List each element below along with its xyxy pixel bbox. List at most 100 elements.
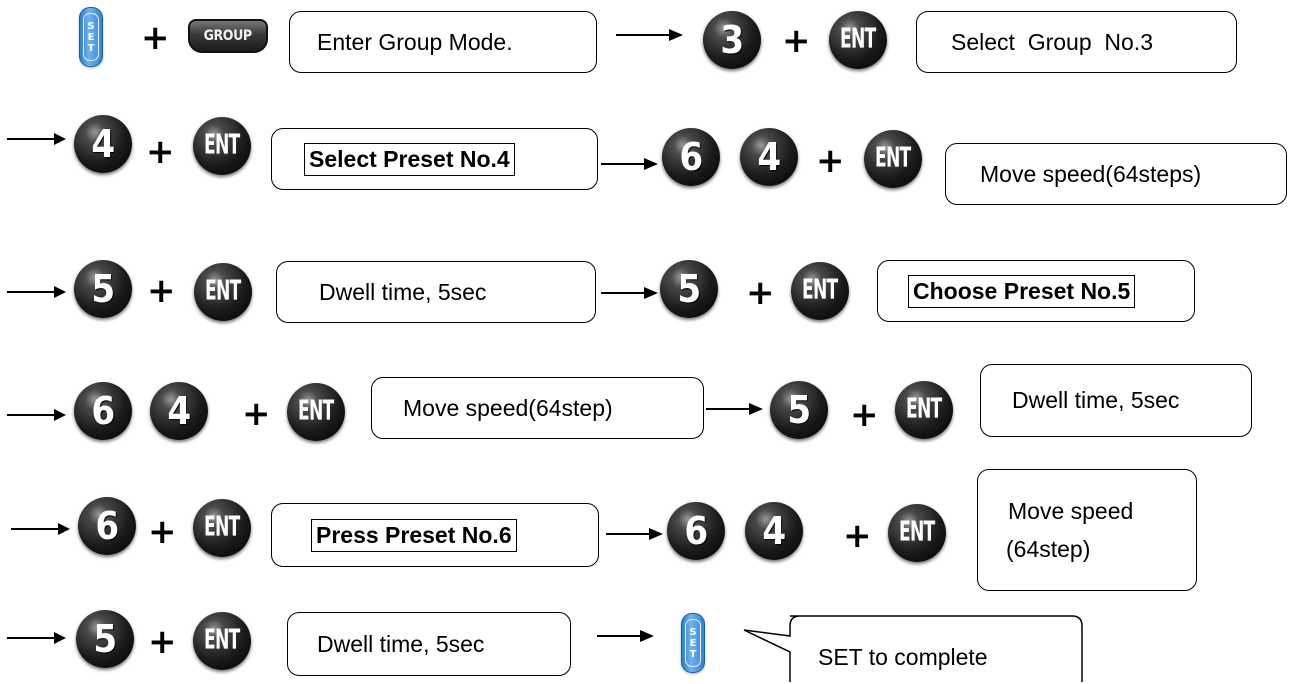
step-text: Press Preset No.6: [311, 518, 517, 552]
step-dwell-time: Dwell time, 5sec: [276, 261, 596, 323]
ent-key-label: ENT: [875, 142, 911, 174]
group-key-icon: GROUP: [188, 19, 268, 53]
step-select-group: Select Group No.3: [916, 11, 1237, 73]
ent-key-label: ENT: [802, 274, 838, 306]
group-key-label: GROUP: [204, 28, 252, 44]
step-text: Dwell time, 5sec: [1012, 387, 1180, 413]
plus-sign: +: [782, 21, 811, 61]
step-dwell-time: Dwell time, 5sec: [980, 364, 1252, 437]
key-4: 4: [745, 502, 803, 560]
plus-sign: +: [147, 271, 176, 311]
key-6: 6: [74, 382, 132, 440]
ent-key-label: ENT: [899, 516, 935, 548]
key-digit: 5: [787, 388, 811, 432]
key-digit: 5: [677, 267, 701, 311]
key-5: 5: [660, 260, 718, 318]
step-dwell-time: Dwell time, 5sec: [287, 612, 571, 676]
step-move-speed: Move speed(64steps): [945, 143, 1287, 205]
ent-key: ENT: [829, 11, 887, 69]
step-text: Move speed(64step): [403, 394, 613, 421]
plus-sign: +: [850, 395, 879, 435]
key-5: 5: [76, 610, 134, 668]
step-text: Select Preset No.4: [304, 142, 515, 176]
set-key-letter-t: T: [87, 42, 95, 54]
key-digit: 6: [95, 504, 119, 548]
ent-key: ENT: [194, 263, 252, 321]
key-5: 5: [770, 381, 828, 439]
plus-sign: +: [146, 132, 175, 172]
set-key-face: S E T: [83, 13, 99, 61]
ent-key: ENT: [287, 383, 345, 441]
arrow-right-icon: [7, 632, 66, 644]
ent-key: ENT: [193, 117, 251, 175]
ent-key-label: ENT: [204, 129, 240, 161]
key-6: 6: [662, 128, 720, 186]
arrow-right-icon: [597, 630, 654, 642]
arrow-right-icon: [7, 286, 66, 298]
ent-key-label: ENT: [298, 395, 334, 427]
key-4: 4: [74, 115, 132, 173]
step-text: Dwell time, 5sec: [317, 630, 485, 657]
ent-key-label: ENT: [840, 23, 876, 55]
plus-sign: +: [148, 622, 177, 662]
ent-key: ENT: [864, 130, 922, 188]
set-key-letter-s: S: [87, 20, 95, 32]
key-digit: 4: [91, 122, 115, 166]
key-3: 3: [703, 11, 761, 69]
step-text-line-1: Move speed: [1008, 498, 1134, 524]
arrow-right-icon: [601, 158, 658, 170]
arrow-right-icon: [606, 528, 663, 540]
key-digit: 5: [93, 617, 117, 661]
plus-sign: +: [843, 516, 872, 556]
ent-key-label: ENT: [906, 393, 942, 425]
step-text: Move speed(64steps): [980, 160, 1202, 187]
step-text: Enter Group Mode.: [317, 28, 513, 55]
set-key-icon: S E T: [79, 7, 103, 67]
key-digit: 3: [720, 18, 744, 62]
set-key-face: S E T: [685, 619, 701, 667]
ent-key: ENT: [193, 499, 251, 557]
set-key-letter-e: E: [87, 31, 95, 43]
step-text: Dwell time, 5sec: [319, 278, 487, 305]
key-digit: 5: [91, 267, 115, 311]
speech-bubble: [743, 615, 1083, 682]
step-choose-preset-5: Choose Preset No.5: [877, 260, 1195, 322]
set-key-icon: S E T: [681, 613, 705, 673]
step-text-line-2: (64step): [1006, 536, 1091, 562]
key-4: 4: [740, 128, 798, 186]
arrow-right-icon: [7, 133, 66, 145]
arrow-right-icon: [11, 523, 70, 535]
plus-sign: +: [816, 141, 845, 181]
step-text: Select Group No.3: [951, 28, 1153, 55]
plus-sign: +: [746, 273, 775, 313]
key-digit: 6: [91, 389, 115, 433]
step-move-speed: Move speed(64step): [371, 377, 704, 439]
step-text: Choose Preset No.5: [908, 274, 1136, 308]
speech-bubble-text: SET to complete: [818, 644, 988, 670]
plus-sign: +: [148, 512, 177, 552]
ent-key: ENT: [791, 262, 849, 320]
plus-sign: +: [242, 394, 271, 434]
arrow-right-icon: [601, 287, 658, 299]
arrow-right-icon: [7, 409, 66, 421]
key-digit: 4: [757, 135, 781, 179]
ent-key-label: ENT: [205, 275, 241, 307]
key-5: 5: [74, 260, 132, 318]
plus-sign: +: [141, 18, 170, 58]
key-6: 6: [78, 497, 136, 555]
ent-key: ENT: [193, 612, 251, 670]
key-digit: 4: [167, 389, 191, 433]
key-digit: 6: [684, 509, 708, 553]
key-digit: 4: [762, 509, 786, 553]
ent-key: ENT: [888, 504, 946, 562]
step-select-preset-4: Select Preset No.4: [271, 128, 598, 190]
ent-key-label: ENT: [204, 624, 240, 656]
ent-key: ENT: [895, 381, 953, 439]
step-move-speed: Move speed (64step): [977, 469, 1197, 591]
set-key-letter-t: T: [689, 648, 697, 660]
step-enter-group-mode: Enter Group Mode.: [289, 11, 597, 73]
key-digit: 6: [679, 135, 703, 179]
arrow-right-icon: [706, 403, 763, 415]
ent-key-label: ENT: [204, 511, 240, 543]
set-key-letter-s: S: [689, 626, 697, 638]
